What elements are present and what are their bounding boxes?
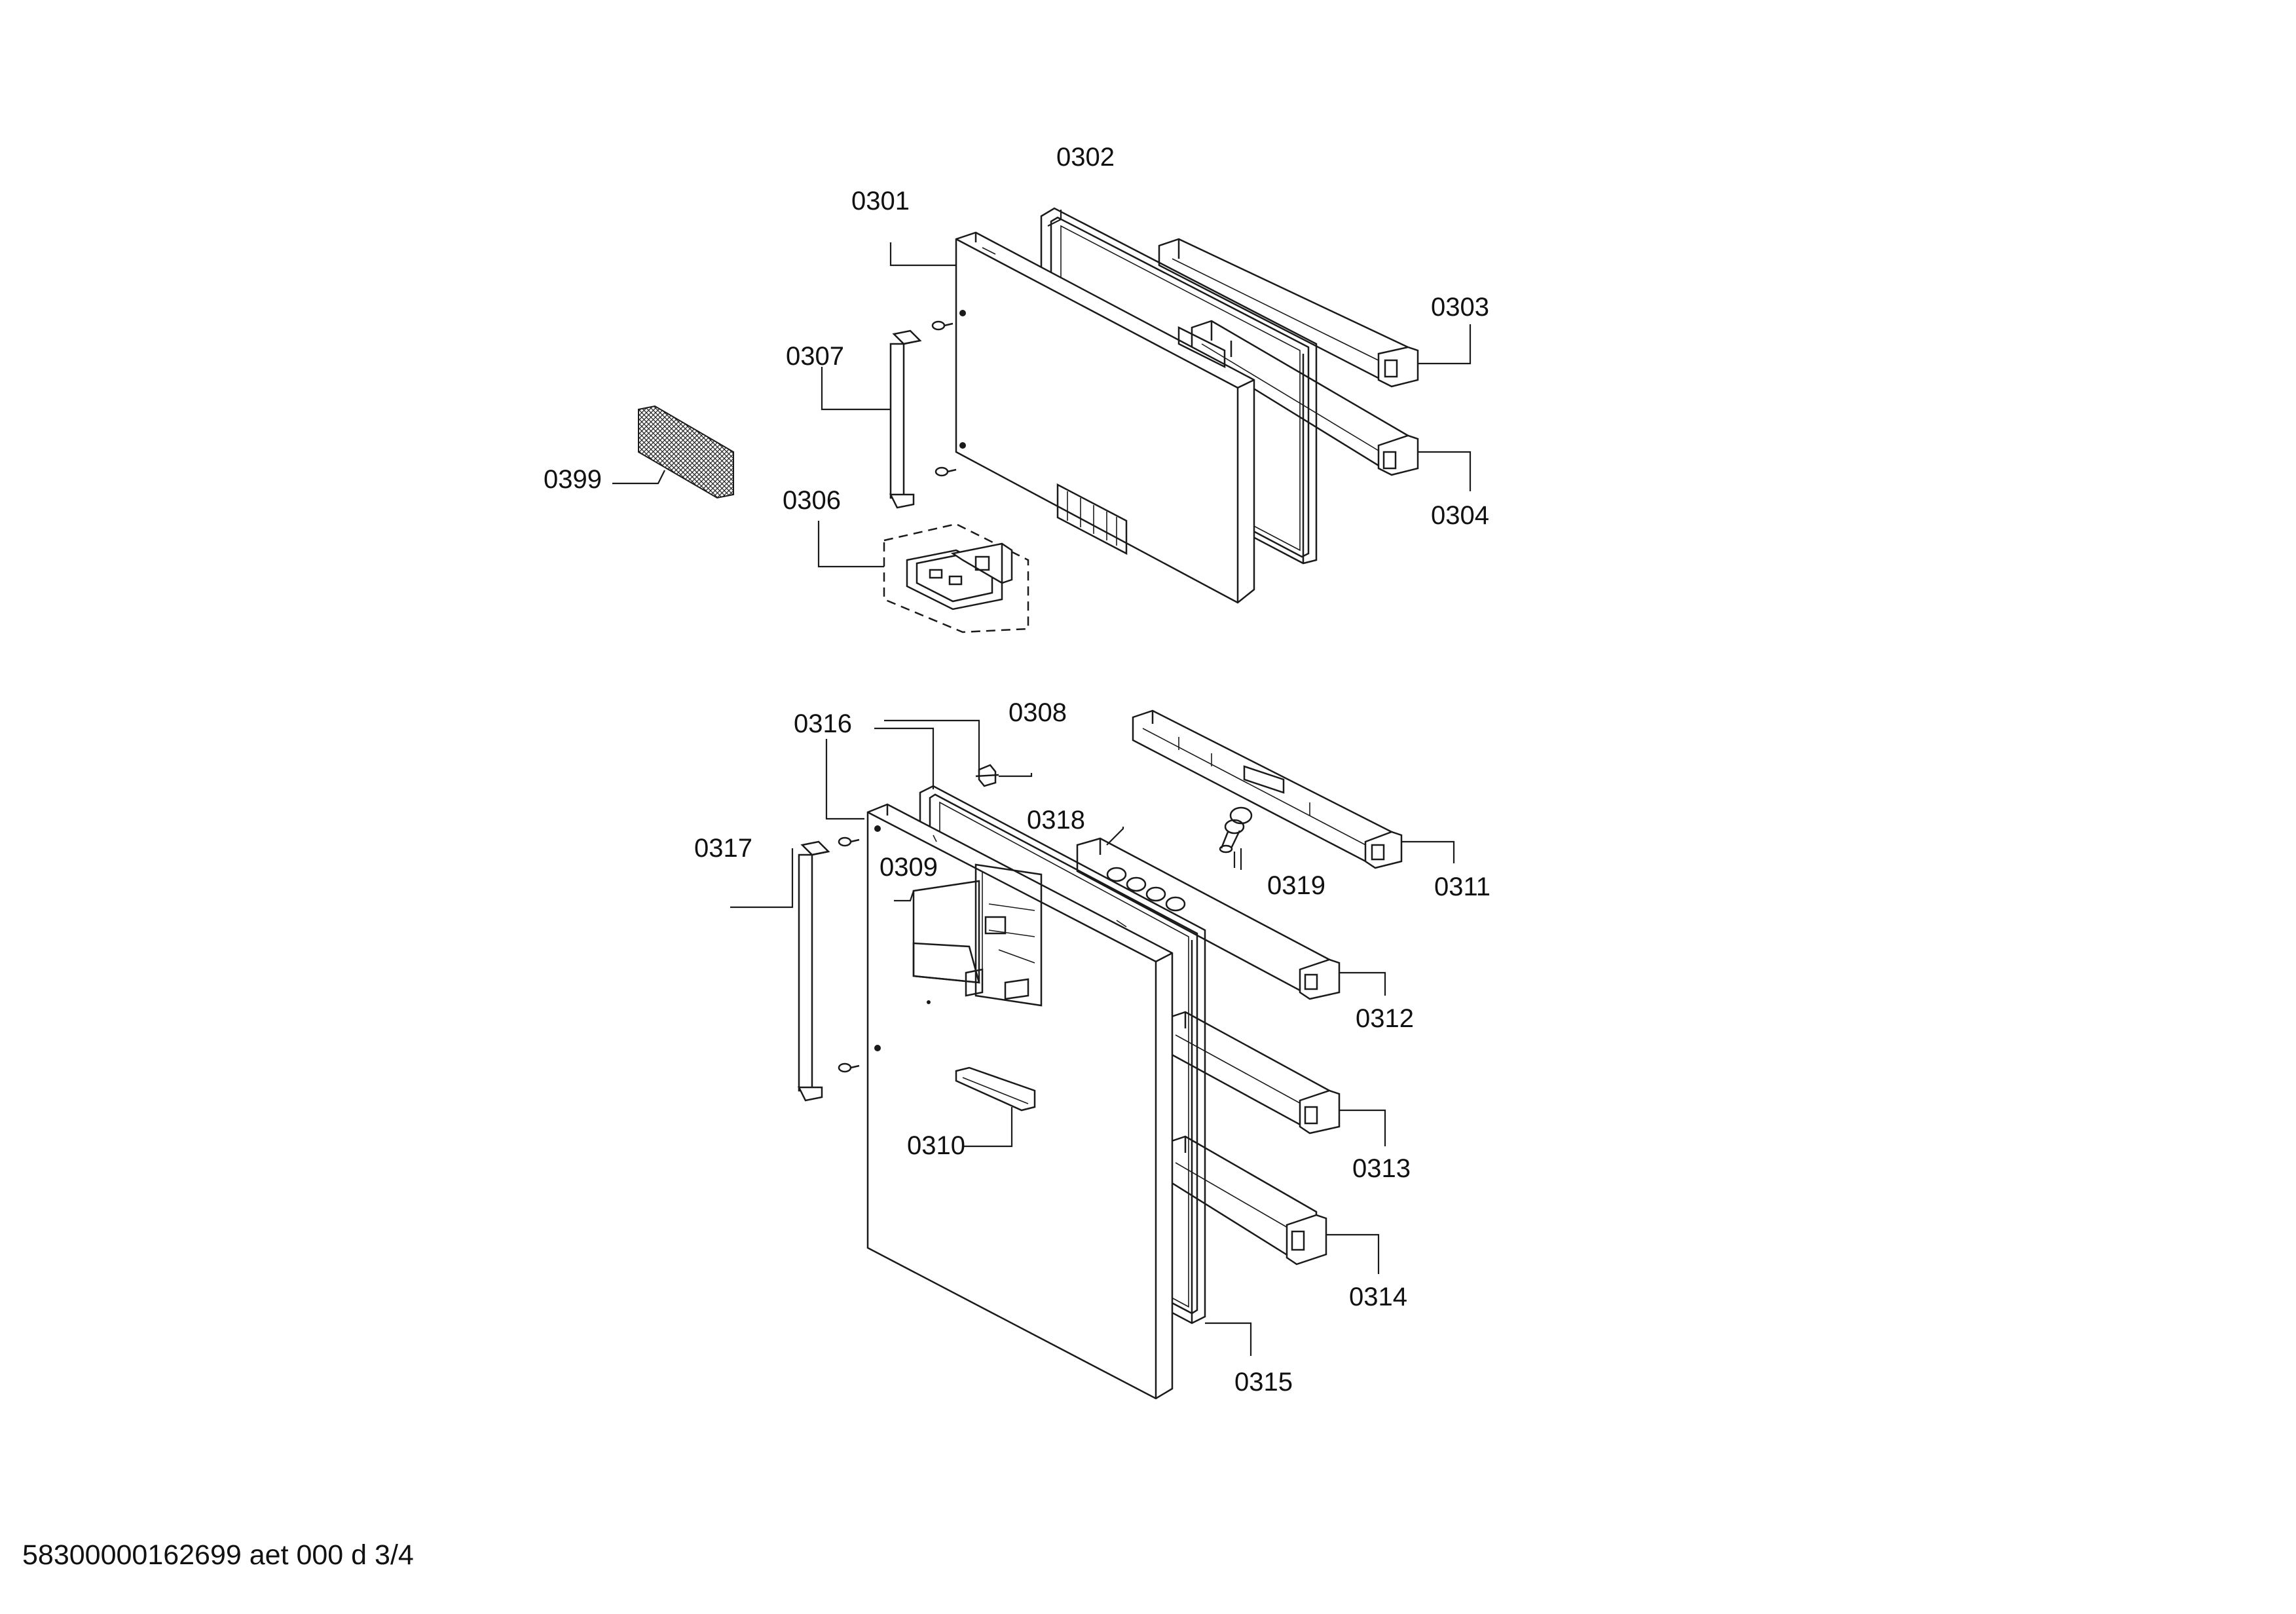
- screw-upper-top: [931, 320, 954, 331]
- label-0303: 0303: [1431, 293, 1489, 322]
- screw-lower-top: [838, 836, 860, 847]
- door-shelf-0314: [1164, 1135, 1327, 1266]
- leader-lines: [612, 210, 1472, 1356]
- label-0319: 0319: [1267, 871, 1325, 900]
- knob-0319: [1219, 806, 1253, 854]
- label-0310: 0310: [907, 1131, 965, 1160]
- label-0399: 0399: [544, 465, 602, 494]
- label-0315: 0315: [1234, 1368, 1293, 1397]
- label-0314: 0314: [1349, 1283, 1407, 1311]
- door-shelf-0318: [1076, 837, 1341, 1000]
- label-0317: 0317: [694, 834, 752, 863]
- lower-door-0316: [866, 803, 1174, 1400]
- label-0304: 0304: [1431, 501, 1489, 530]
- door-shelf-0313: [1164, 1011, 1341, 1135]
- label-0308: 0308: [1009, 698, 1067, 727]
- label-0311: 0311: [1434, 873, 1491, 901]
- handle-0307: [889, 329, 922, 509]
- label-0312: 0312: [1356, 1004, 1414, 1033]
- label-0306: 0306: [783, 486, 841, 515]
- screw-upper-bottom: [935, 466, 957, 477]
- part-labels: 0302 0301 0303 0307 0399 0306 0304 0316 …: [544, 143, 1491, 1397]
- door-shelf-0303: [1158, 238, 1419, 388]
- control-panel-0306: [883, 523, 1029, 633]
- clip-0308: [975, 764, 999, 787]
- label-0307: 0307: [786, 342, 844, 371]
- label-0318: 0318: [1027, 806, 1085, 835]
- label-0316: 0316: [794, 709, 852, 738]
- mesh-filter-0399: [638, 405, 734, 499]
- cover-0311: [1132, 709, 1403, 869]
- label-0313: 0313: [1352, 1154, 1411, 1183]
- label-0301: 0301: [851, 187, 910, 216]
- handle-0317: [797, 840, 830, 1102]
- label-0302: 0302: [1056, 143, 1115, 172]
- document-code: 58300000162699 aet 000 d 3/4: [22, 1539, 414, 1571]
- label-0309: 0309: [880, 853, 938, 882]
- upper-door-0301: [955, 231, 1255, 604]
- screw-lower-bottom: [838, 1062, 860, 1073]
